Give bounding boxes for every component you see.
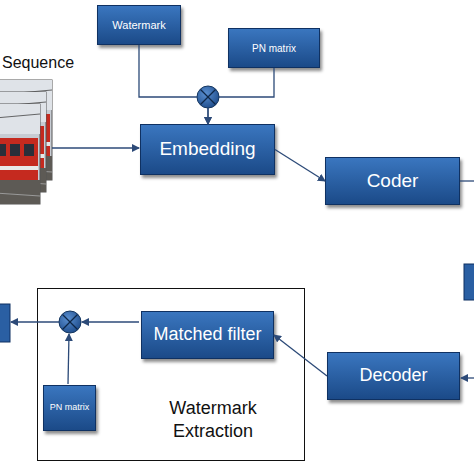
process-box: Coder <box>325 157 460 205</box>
process-box: PN matrix <box>43 385 96 431</box>
sequence-label: Sequence <box>2 54 74 72</box>
input-arrow <box>461 377 474 378</box>
box-label: Matched filter <box>153 325 261 345</box>
group-frame: Watermark Extraction Matched filter PN mat… <box>37 288 305 461</box>
flow-arrow <box>139 45 208 124</box>
partial-box <box>464 264 474 300</box>
flow-arrow <box>275 150 325 182</box>
process-box: Embedding <box>140 124 275 175</box>
video-frame <box>0 92 46 192</box>
box-label: Coder <box>367 171 419 192</box>
multiplier-symbol <box>197 86 219 108</box>
flow-arrow <box>208 68 274 124</box>
box-label: Embedding <box>159 139 255 160</box>
multiplier-cross <box>201 90 216 105</box>
process-box: PN matrix <box>228 28 320 68</box>
input-arrow <box>52 147 139 148</box>
box-label: Decoder <box>359 366 427 386</box>
process-box: Watermark <box>97 5 181 45</box>
video-frame <box>0 104 40 204</box>
box-label: Watermark <box>112 19 165 31</box>
process-box: Decoder <box>327 352 460 400</box>
box-label: PN matrix <box>252 43 296 54</box>
multiplier-cross <box>201 90 216 105</box>
group-title: Watermark Extraction <box>150 397 276 444</box>
process-box: Matched filter <box>141 311 274 359</box>
box-label: PN matrix <box>50 403 90 413</box>
video-frame <box>0 80 52 180</box>
output-line <box>460 180 474 181</box>
partial-box <box>0 304 10 342</box>
